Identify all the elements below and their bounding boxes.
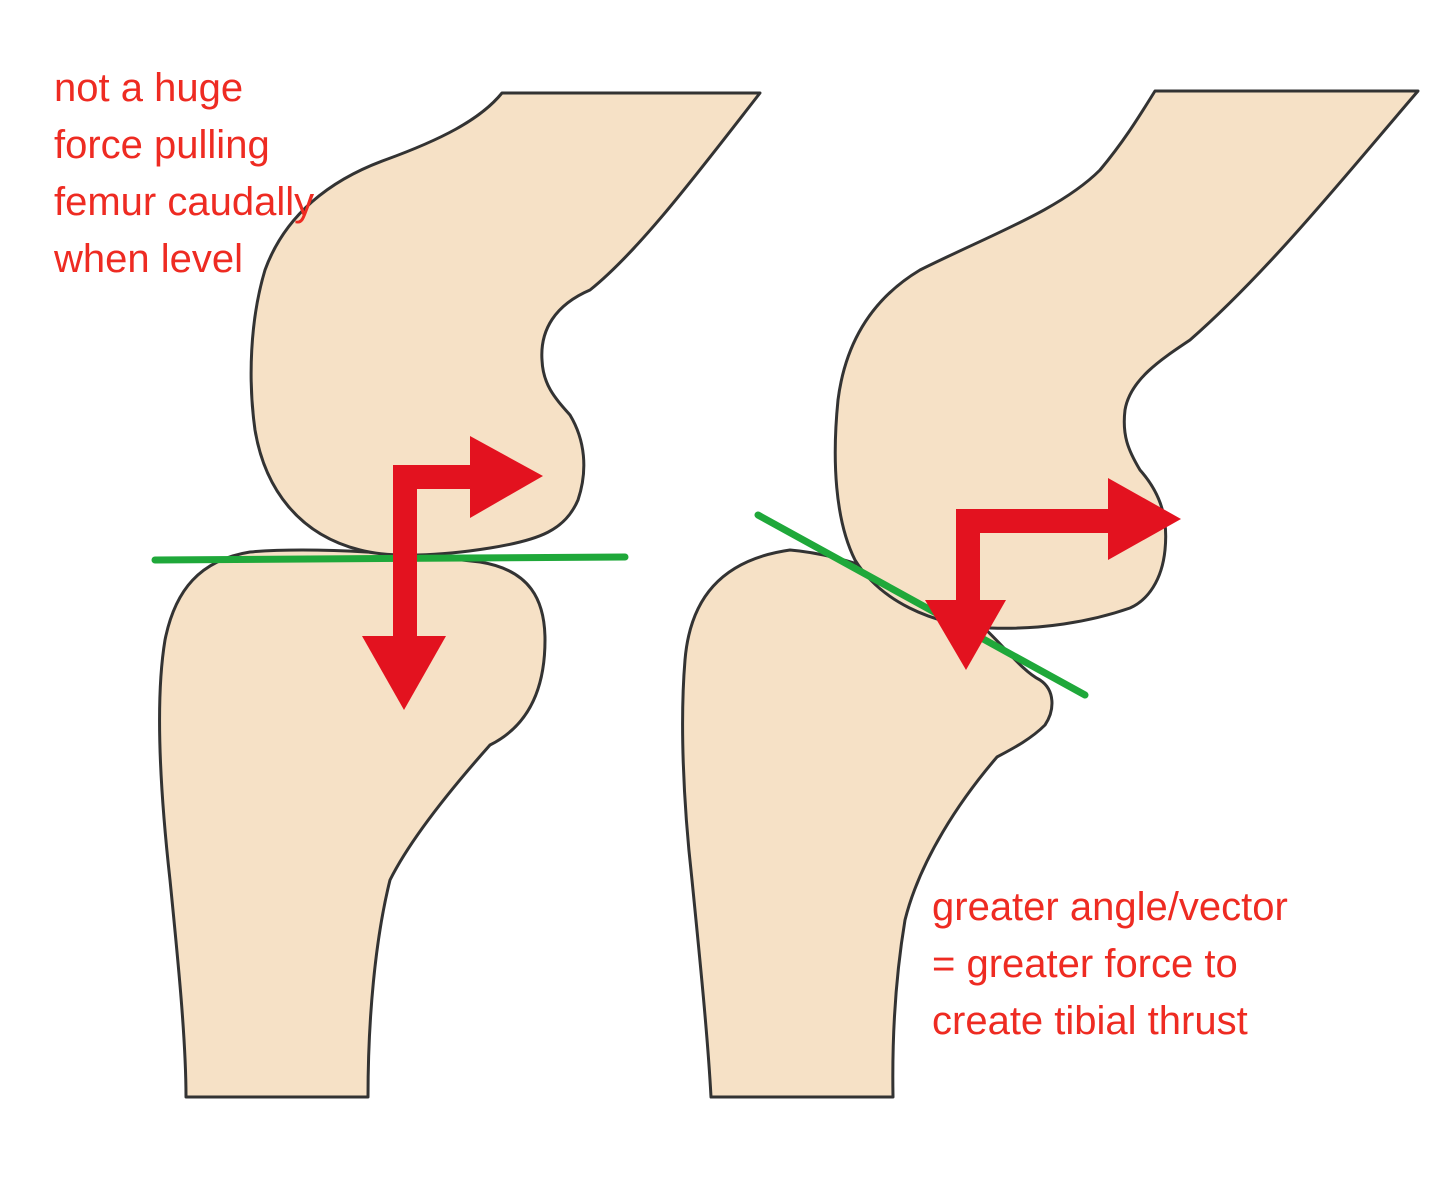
level-joint-figure: [151, 91, 762, 1099]
right-caudal-force-arrowhead: [925, 600, 1006, 670]
left-caudal-force-shaft: [393, 465, 417, 640]
annotation-line: when level: [54, 237, 244, 281]
left-tibia: [158, 548, 547, 1099]
left-caudal-force-arrowhead: [362, 636, 446, 710]
sloped-joint-annotation: greater angle/vector = greater force to …: [932, 879, 1288, 1050]
left-joint-line: [151, 553, 629, 564]
level-joint-annotation: not a huge force pulling femur caudally …: [54, 60, 314, 288]
annotation-line: not a huge: [54, 66, 244, 110]
right-cranial-force-shaft: [956, 509, 1116, 533]
left-cranial-force-arrowhead: [470, 436, 543, 518]
sloped-joint-figure: [681, 89, 1420, 1099]
right-femur: [833, 89, 1420, 630]
left-force-arrows: [362, 436, 543, 710]
annotation-line: = greater force to: [932, 942, 1238, 986]
annotation-line: create tibial thrust: [932, 999, 1248, 1043]
right-joint-line: [754, 511, 1089, 699]
right-cranial-force-arrowhead: [1108, 478, 1181, 560]
annotation-line: greater angle/vector: [932, 885, 1288, 929]
left-femur: [249, 91, 762, 557]
annotation-line: force pulling: [54, 123, 270, 167]
right-force-arrows: [925, 478, 1181, 670]
left-cranial-force-shaft: [393, 465, 478, 489]
annotation-line: femur caudally: [54, 180, 315, 224]
